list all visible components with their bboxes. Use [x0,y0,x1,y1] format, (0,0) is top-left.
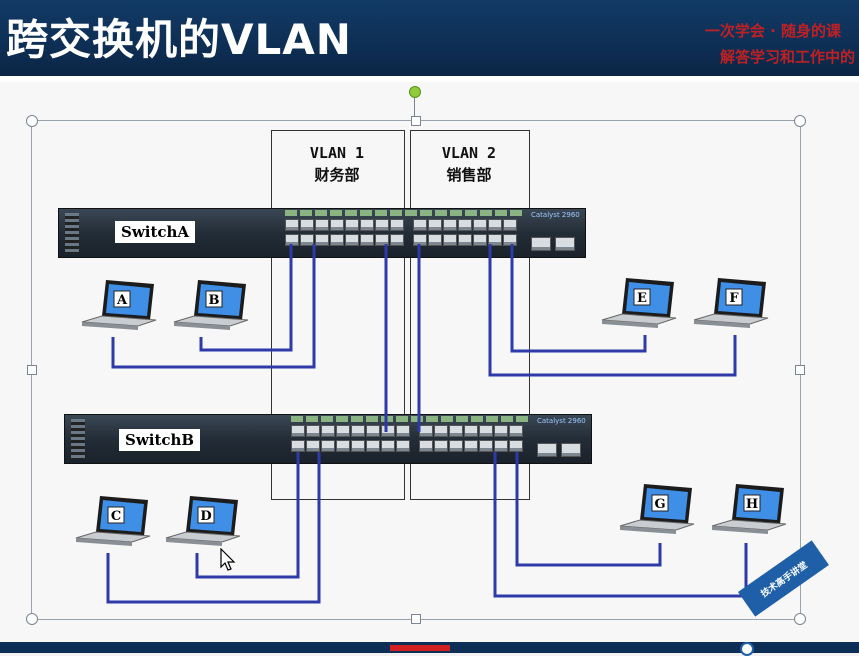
logo-ring-icon [740,642,754,656]
resize-handle-right[interactable] [795,365,805,375]
switch-a-ports-left [285,219,404,246]
vlan2-group-box [410,130,530,500]
switch-b-brand: Catalyst 2960 [537,417,586,425]
rotate-handle[interactable] [409,86,421,98]
rotate-handle-stem [414,96,415,120]
laptop-h-label: H [746,497,758,512]
resize-handle-top-left[interactable] [26,115,38,127]
vlan1-name: VLAN 1 [309,144,365,162]
switch-a-chassis: SwitchA Catalyst 2960 [58,208,586,258]
resize-handle-bottom[interactable] [411,614,421,624]
laptop-e-label: E [637,291,647,306]
resize-handle-bottom-right[interactable] [794,613,806,625]
cable-host-f [488,244,737,377]
cable-host-g [515,452,662,567]
switch-a-port-labels [285,210,525,216]
slide-canvas [0,82,859,642]
footer-mark [390,645,450,651]
slide-header: 跨交换机的VLAN 一次学会 · 随身的课 解答学习和工作中的 [0,0,859,74]
switch-a-uplinks [531,237,575,251]
promo-line-3: 解答学习和工作中的 [719,48,855,66]
switch-b-port-labels [291,416,531,422]
laptop-a-label: A [116,293,128,308]
cable-host-a [111,244,316,369]
cable-host-e [510,244,647,353]
vlan1-dept: 财务部 [314,166,360,184]
laptop-g-label: G [654,497,665,512]
vlan1-label: VLAN 1 财务部 [271,142,403,186]
vlan2-name: VLAN 2 [441,144,497,162]
laptop-a[interactable]: A [78,278,158,348]
laptop-d-label: D [200,509,211,524]
laptop-f-label: F [729,291,739,306]
switch-b-uplinks [537,443,581,457]
laptop-b-label: B [209,293,220,308]
cable-host-h [493,452,748,598]
laptop-f[interactable]: F [690,276,770,346]
vlan2-label: VLAN 2 销售部 [410,142,528,186]
laptop-d[interactable]: D [162,494,242,564]
slide-title: 跨交换机的VLAN [6,15,352,64]
switch-a-brand: Catalyst 2960 [531,211,580,219]
switch-b-leds [71,419,85,459]
laptop-h[interactable]: H [708,482,788,552]
resize-handle-bottom-left[interactable] [26,613,38,625]
laptop-c-label: C [111,509,121,524]
vlan1-group-box [271,130,405,500]
resize-handle-top-right[interactable] [794,115,806,127]
promo-line-2: 一次学会 · 随身的课 [704,22,841,40]
cable-host-b [199,244,293,352]
switch-b-ports-left [291,425,410,452]
resize-handle-top[interactable] [411,116,421,126]
header-divider [0,74,859,82]
switch-a-label: SwitchA [115,221,196,243]
laptop-b[interactable]: B [170,278,250,348]
vlan2-dept: 销售部 [446,166,492,184]
cable-host-c [106,452,321,604]
switch-a-ports-right [413,219,517,246]
laptop-e[interactable]: E [598,276,678,346]
switch-a-leds [65,213,79,253]
laptop-c[interactable]: C [72,494,152,564]
laptop-g[interactable]: G [616,482,696,552]
switch-b-chassis: SwitchB Catalyst 2960 [64,414,592,464]
resize-handle-left[interactable] [27,365,37,375]
switch-b-ports-right [419,425,523,452]
cable-host-d [195,452,300,579]
mouse-pointer-icon [220,548,236,571]
switch-b-label: SwitchB [119,429,201,451]
